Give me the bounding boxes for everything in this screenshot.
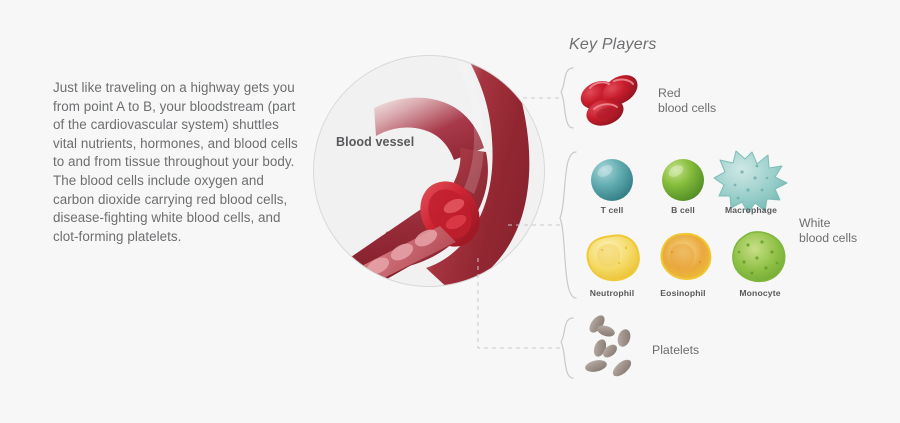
platelet-icons [585, 315, 632, 377]
caption-monocyte: Monocyte [739, 288, 781, 298]
t-cell-icon [591, 159, 633, 201]
eosinophil-icon [660, 232, 712, 280]
macrophage-icon [713, 150, 788, 214]
caption-b-cell: B cell [671, 205, 695, 215]
platelet-4 [593, 339, 607, 357]
platelet-6 [585, 360, 607, 372]
red-blood-cell-icons [580, 75, 638, 126]
white-blood-cells-label-line2: blood cells [799, 231, 858, 245]
connector-line-platelets [477, 258, 560, 349]
vessel-upper-branch [374, 97, 484, 160]
red-blood-cell-2 [602, 75, 638, 105]
caption-eosinophil: Eosinophil [660, 288, 706, 298]
red-blood-cell-dimple [596, 107, 614, 119]
white-blood-cells-label-line1: White [799, 216, 831, 230]
white-blood-cells-label: White blood cells [799, 216, 857, 246]
red-blood-cell-highlight-3 [593, 103, 618, 110]
description-text: Just like traveling on a highway gets yo… [53, 80, 298, 244]
b-cell-icon [662, 159, 704, 201]
platelet-2 [597, 325, 615, 337]
blood-vessel-illustration [317, 56, 530, 286]
red-blood-cells-label-line2: blood cells [658, 101, 717, 115]
caption-neutrophil: Neutrophil [589, 288, 635, 298]
key-players-heading: Key Players [569, 36, 657, 53]
vessel-rbc-inner-3 [366, 257, 390, 275]
vessel-rbc-inner-1 [414, 229, 438, 247]
vessel-main-arch [426, 56, 530, 286]
vessel-highlight [456, 60, 484, 194]
platelet-1 [589, 315, 605, 333]
brace-white-blood-cells [559, 151, 577, 299]
neutrophil-icon [586, 234, 640, 282]
vessel-rbc-inner-2 [390, 243, 414, 261]
platelet-5 [603, 344, 617, 358]
brace-platelets [560, 317, 574, 379]
platelets-label: Platelets [652, 343, 700, 357]
caption-t-cell: T cell [600, 205, 624, 215]
blood-vessel-circle [313, 55, 545, 287]
vessel-rbc-opening-1 [443, 198, 465, 214]
red-blood-cells-label-line1: Red [658, 86, 681, 100]
caption-macrophage: Macrophage [724, 205, 778, 215]
blood-vessel-label: Blood vessel [336, 135, 415, 149]
brace-red-blood-cells [560, 67, 574, 129]
platelet-3 [617, 329, 631, 347]
red-blood-cells-label: Red blood cells [658, 86, 716, 116]
red-blood-cell-highlight-2 [613, 78, 634, 85]
vessel-rbc-opening-2 [445, 214, 467, 230]
red-blood-cell-highlight-1 [589, 81, 610, 89]
platelet-7 [612, 359, 632, 377]
monocyte-icon [732, 231, 786, 283]
